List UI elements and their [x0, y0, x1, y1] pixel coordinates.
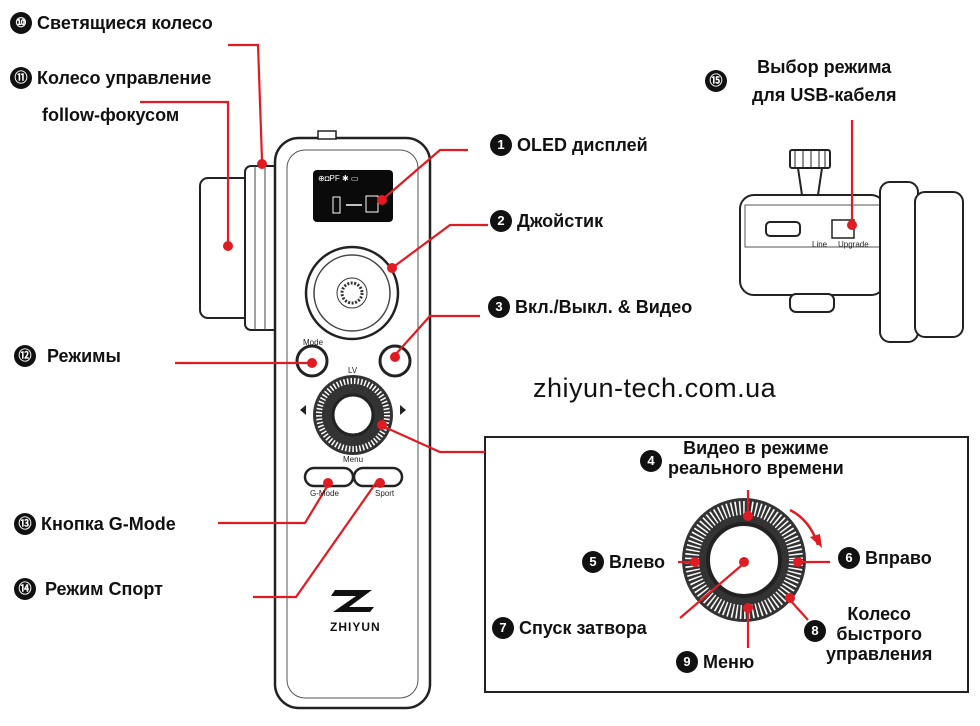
callout-dots	[223, 159, 857, 613]
usb-module	[739, 149, 964, 343]
oled-status-text: ⊕◘PF ✱ ▭	[318, 174, 359, 183]
callout-11-line2: follow-фокусом	[42, 105, 180, 125]
menu-text: Menu	[343, 455, 364, 464]
mode-text: Mode	[303, 338, 324, 347]
callout-4: 4	[640, 450, 667, 472]
control-dial	[300, 375, 406, 455]
gmode-text: G-Mode	[310, 489, 339, 498]
sport-text: Sport	[375, 489, 395, 498]
brand-logo-text: ZHIYUN	[330, 620, 381, 634]
callout-15: ⑮	[705, 70, 732, 92]
callout-8: 8	[804, 620, 831, 642]
zhiyun-logo-mark	[331, 590, 374, 612]
joystick	[304, 245, 400, 341]
callout-lines	[140, 43, 854, 648]
usb-line-text: Line	[812, 240, 828, 249]
callout-8-text: Колесо быстрого управления	[826, 604, 933, 664]
usb-upgrade-text: Upgrade	[838, 240, 869, 249]
callout-15-text: Выбор режима для USB-кабеля	[752, 57, 897, 105]
website-url: zhiyun-tech.com.ua	[533, 373, 777, 403]
callout-4-text: Видео в режиме реального времени	[668, 438, 844, 478]
lv-text: LV	[348, 366, 358, 375]
focus-wheel	[199, 165, 286, 331]
